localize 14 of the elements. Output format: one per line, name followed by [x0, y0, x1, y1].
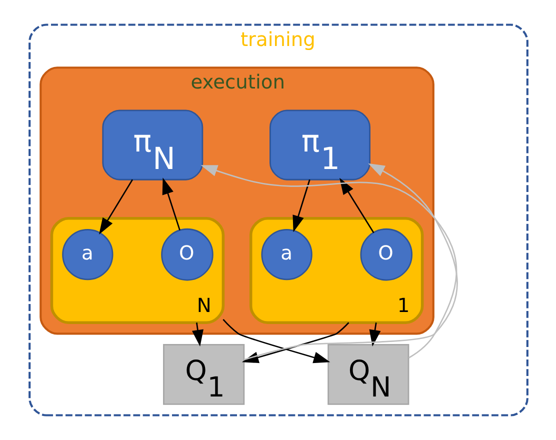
arrow [191, 322, 203, 347]
arrow [339, 178, 374, 234]
node-circle: O [160, 228, 213, 281]
node-circle: O [360, 228, 412, 281]
node-label: 1 [396, 294, 410, 317]
arrow [292, 179, 310, 232]
arrow [200, 165, 457, 358]
node-circle: a [62, 228, 113, 280]
arrow [368, 322, 380, 347]
node-circle: a [260, 228, 312, 280]
arrow [243, 163, 458, 360]
arrow [98, 179, 133, 235]
cluster [248, 216, 424, 324]
node-label: N [196, 294, 211, 317]
